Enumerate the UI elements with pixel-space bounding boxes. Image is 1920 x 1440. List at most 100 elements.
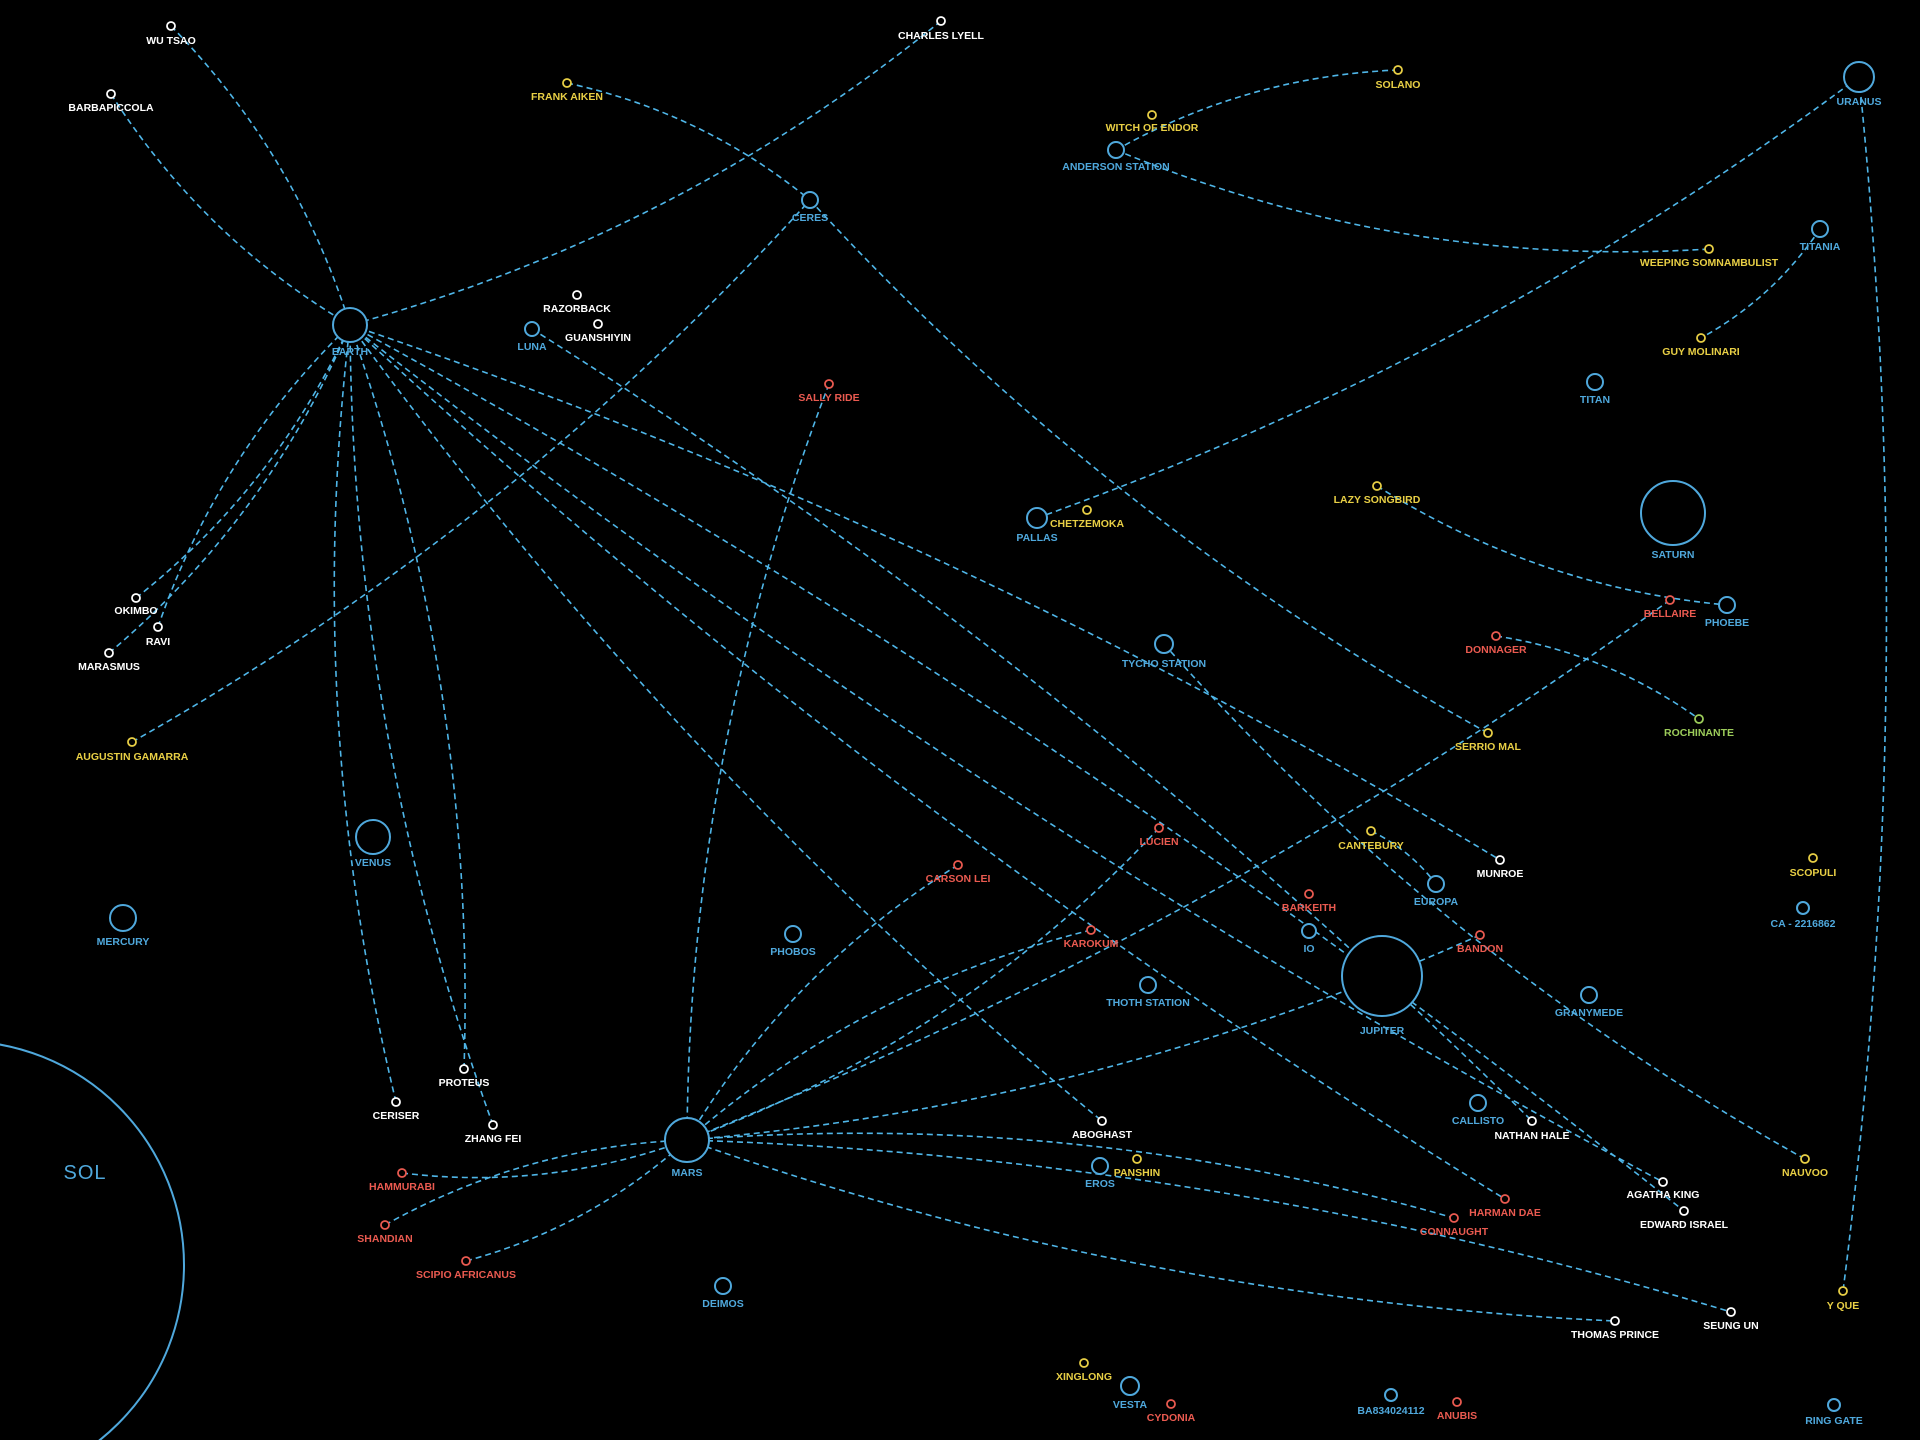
node-edwardisrael[interactable]: EDWARD ISRAEL xyxy=(1640,1206,1729,1231)
marasmus-label: MARASMUS xyxy=(78,661,140,673)
node-venus[interactable]: VENUS xyxy=(355,819,391,869)
sun[interactable]: SOL xyxy=(0,1041,185,1440)
route-bandon-mars xyxy=(686,934,1481,1141)
node-titan[interactable]: TITAN xyxy=(1580,373,1610,406)
node-ba834[interactable]: BA834024112 xyxy=(1357,1388,1425,1417)
donnager-label: DONNAGER xyxy=(1465,644,1527,656)
node-zhangfei[interactable]: ZHANG FEI xyxy=(465,1120,522,1145)
node-bandon[interactable]: BANDON xyxy=(1457,930,1503,955)
node-phoebe[interactable]: PHOEBE xyxy=(1705,596,1749,629)
node-nathanhale[interactable]: NATHAN HALE xyxy=(1494,1116,1570,1142)
node-lucien[interactable]: LUCIEN xyxy=(1139,823,1179,848)
node-callisto[interactable]: CALLISTO xyxy=(1452,1094,1504,1127)
node-yque[interactable]: Y QUE xyxy=(1827,1286,1859,1312)
node-jupiter[interactable]: JUPITER xyxy=(1341,935,1423,1037)
node-rochinante[interactable]: ROCHINANTE xyxy=(1664,714,1734,739)
node-sallyride[interactable]: SALLY RIDE xyxy=(798,379,860,404)
node-seungun[interactable]: SEUNG UN xyxy=(1703,1307,1759,1332)
node-karokum[interactable]: KAROKUM xyxy=(1064,925,1119,950)
node-luna[interactable]: LUNA xyxy=(517,321,547,353)
barkeith-marker xyxy=(1304,889,1314,899)
node-okimbo[interactable]: OKIMBO xyxy=(114,593,158,617)
node-scopuli[interactable]: SCOPULI xyxy=(1790,853,1837,879)
node-uranus[interactable]: URANUS xyxy=(1837,61,1882,108)
node-nauvoo[interactable]: NAUVOO xyxy=(1782,1154,1828,1179)
node-granymede[interactable]: GRANYMEDE xyxy=(1555,986,1623,1019)
route-mars-thomasprince xyxy=(686,1139,1616,1322)
node-bellaire[interactable]: BELLAIRE xyxy=(1644,595,1697,620)
vesta-label: VESTA xyxy=(1113,1399,1148,1411)
hammurabi-marker xyxy=(397,1168,407,1178)
node-harmandae[interactable]: HARMAN DAE xyxy=(1469,1194,1541,1219)
node-thomasprince[interactable]: THOMAS PRINCE xyxy=(1571,1316,1659,1341)
node-guanshiyin[interactable]: GUANSHIYIN xyxy=(565,319,631,344)
node-io[interactable]: IO xyxy=(1301,923,1317,955)
razorback-marker xyxy=(572,290,582,300)
node-earth[interactable]: EARTH xyxy=(332,307,368,358)
node-scipio[interactable]: SCIPIO AFRICANUS xyxy=(416,1256,516,1281)
node-hammurabi[interactable]: HAMMURABI xyxy=(369,1168,435,1193)
node-deimos[interactable]: DEIMOS xyxy=(702,1277,744,1310)
node-razorback[interactable]: RAZORBACK xyxy=(543,290,611,315)
node-saturn[interactable]: SATURN xyxy=(1640,480,1706,561)
jupiter-label: JUPITER xyxy=(1360,1025,1405,1037)
node-charleslyell[interactable]: CHARLES LYELL xyxy=(898,16,985,42)
node-anderson[interactable]: ANDERSON STATION xyxy=(1062,141,1170,173)
node-augustin[interactable]: AUGUSTIN GAMARRA xyxy=(76,737,189,763)
node-munroe[interactable]: MUNROE xyxy=(1477,855,1524,880)
node-cydonia[interactable]: CYDONIA xyxy=(1147,1399,1196,1424)
node-barkeith[interactable]: BARKEITH xyxy=(1282,889,1336,914)
node-mercury[interactable]: MERCURY xyxy=(97,904,150,948)
saturn-label: SATURN xyxy=(1652,549,1695,561)
node-anubis[interactable]: ANUBIS xyxy=(1437,1397,1477,1422)
node-eros[interactable]: EROS xyxy=(1085,1157,1115,1190)
guanshiyin-label: GUANSHIYIN xyxy=(565,332,631,344)
node-marasmus[interactable]: MARASMUS xyxy=(78,648,140,673)
node-xinglong[interactable]: XINGLONG xyxy=(1056,1358,1112,1383)
node-chetzemoka[interactable]: CHETZEMOKA xyxy=(1050,505,1124,530)
node-thoth[interactable]: THOTH STATION xyxy=(1106,976,1190,1009)
node-serriomal[interactable]: SERRIO MAL xyxy=(1455,728,1522,753)
node-ravi[interactable]: RAVI xyxy=(146,622,170,648)
route-anderson-weeping xyxy=(1115,149,1710,253)
rochinante-label: ROCHINANTE xyxy=(1664,727,1734,739)
panshin-marker xyxy=(1132,1154,1142,1164)
node-solano[interactable]: SOLANO xyxy=(1376,65,1421,91)
node-aboghast[interactable]: ABOGHAST xyxy=(1072,1116,1133,1141)
node-europa[interactable]: EUROPA xyxy=(1414,875,1459,908)
node-wutsao[interactable]: WU TSAO xyxy=(146,21,196,47)
node-mars[interactable]: MARS xyxy=(664,1117,710,1179)
barbapiccola-label: BARBAPICCOLA xyxy=(68,102,154,114)
node-panshin[interactable]: PANSHIN xyxy=(1114,1154,1160,1179)
barbapiccola-marker xyxy=(106,89,116,99)
node-connaught[interactable]: CONNAUGHT xyxy=(1420,1213,1489,1238)
node-vesta[interactable]: VESTA xyxy=(1113,1376,1148,1411)
seungun-marker xyxy=(1726,1307,1736,1317)
node-pallas[interactable]: PALLAS xyxy=(1016,507,1058,544)
node-frankaiken[interactable]: FRANK AIKEN xyxy=(531,78,603,103)
node-phobos[interactable]: PHOBOS xyxy=(770,925,816,958)
node-shandian[interactable]: SHANDIAN xyxy=(357,1220,413,1245)
route-ceriser-earth xyxy=(333,324,397,1103)
node-ca2216862[interactable]: CA - 2216862 xyxy=(1771,901,1836,930)
node-carsonlei[interactable]: CARSON LEI xyxy=(926,860,991,885)
node-cantebury[interactable]: CANTEBURY xyxy=(1338,826,1404,852)
guymolinari-label: GUY MOLINARI xyxy=(1662,346,1739,358)
node-donnager[interactable]: DONNAGER xyxy=(1465,631,1527,656)
node-tycho[interactable]: TYCHO STATION xyxy=(1122,634,1206,670)
node-guymolinari[interactable]: GUY MOLINARI xyxy=(1662,333,1740,358)
node-ceres[interactable]: CERES xyxy=(792,191,828,224)
node-barbapiccola[interactable]: BARBAPICCOLA xyxy=(68,89,154,114)
node-ceriser[interactable]: CERISER xyxy=(373,1097,420,1122)
route-augustin-ceres xyxy=(131,199,811,743)
node-weeping[interactable]: WEEPING SOMNAMBULIST xyxy=(1640,244,1779,269)
node-titania[interactable]: TITANIA xyxy=(1800,220,1841,253)
node-agathaking[interactable]: AGATHA KING xyxy=(1627,1177,1700,1201)
ca2216862-label: CA - 2216862 xyxy=(1771,918,1836,930)
node-lazysongbird[interactable]: LAZY SONGBIRD xyxy=(1334,481,1421,506)
node-proteus[interactable]: PROTEUS xyxy=(439,1064,490,1089)
ca2216862-marker xyxy=(1796,901,1810,915)
node-ringgate[interactable]: RING GATE xyxy=(1805,1398,1863,1427)
node-witchofendor[interactable]: WITCH OF ENDOR xyxy=(1106,110,1199,134)
cydonia-marker xyxy=(1166,1399,1176,1409)
